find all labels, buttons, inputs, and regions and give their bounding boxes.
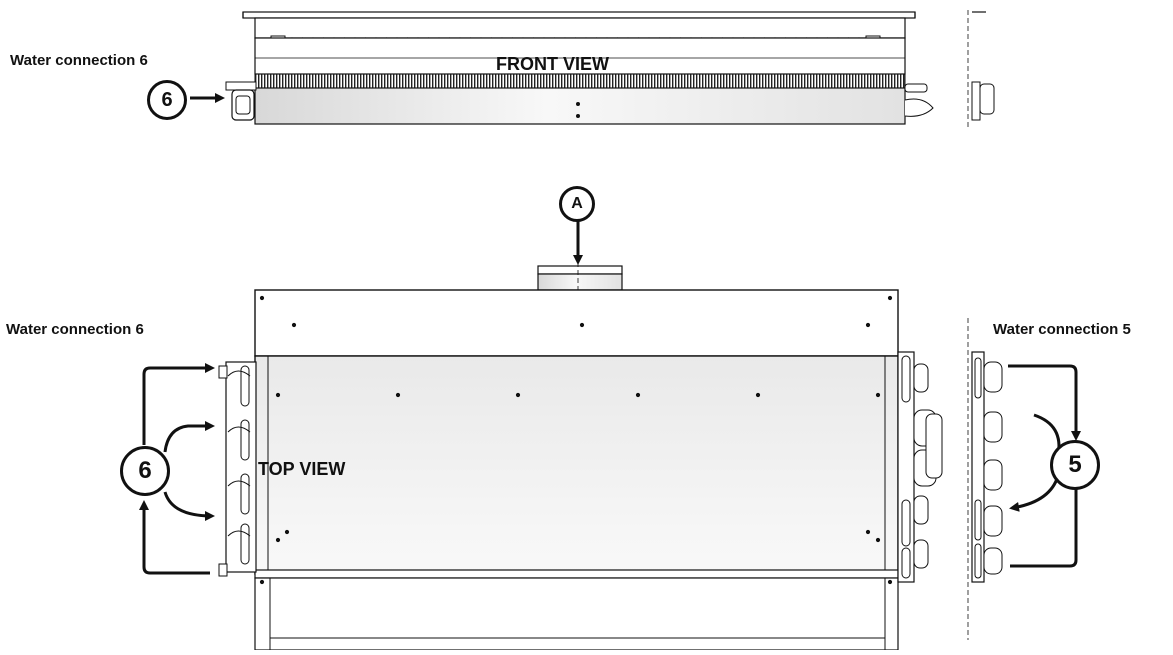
top-view-unit (254, 262, 899, 651)
right-coil-header (897, 351, 943, 583)
side-elevation (967, 318, 1003, 640)
front-view-unit (225, 11, 934, 125)
callout-6-front: 6 (147, 80, 187, 120)
callout-6-top: 6 (120, 446, 170, 496)
front-side-elevation (967, 10, 995, 130)
top-right-water-connection-label: Water connection 5 (993, 321, 1131, 338)
top-left-water-connection-label: Water connection 6 (6, 321, 144, 338)
callout-5-top: 5 (1050, 440, 1100, 490)
left-water-flow-arrows (139, 363, 215, 575)
front-water-connection-label: Water connection 6 (10, 52, 148, 69)
top-view-label: TOP VIEW (258, 459, 346, 479)
left-coil-header (218, 361, 257, 577)
callout-a-air-inlet: A (559, 186, 595, 222)
front-view-label: FRONT VIEW (496, 54, 609, 74)
